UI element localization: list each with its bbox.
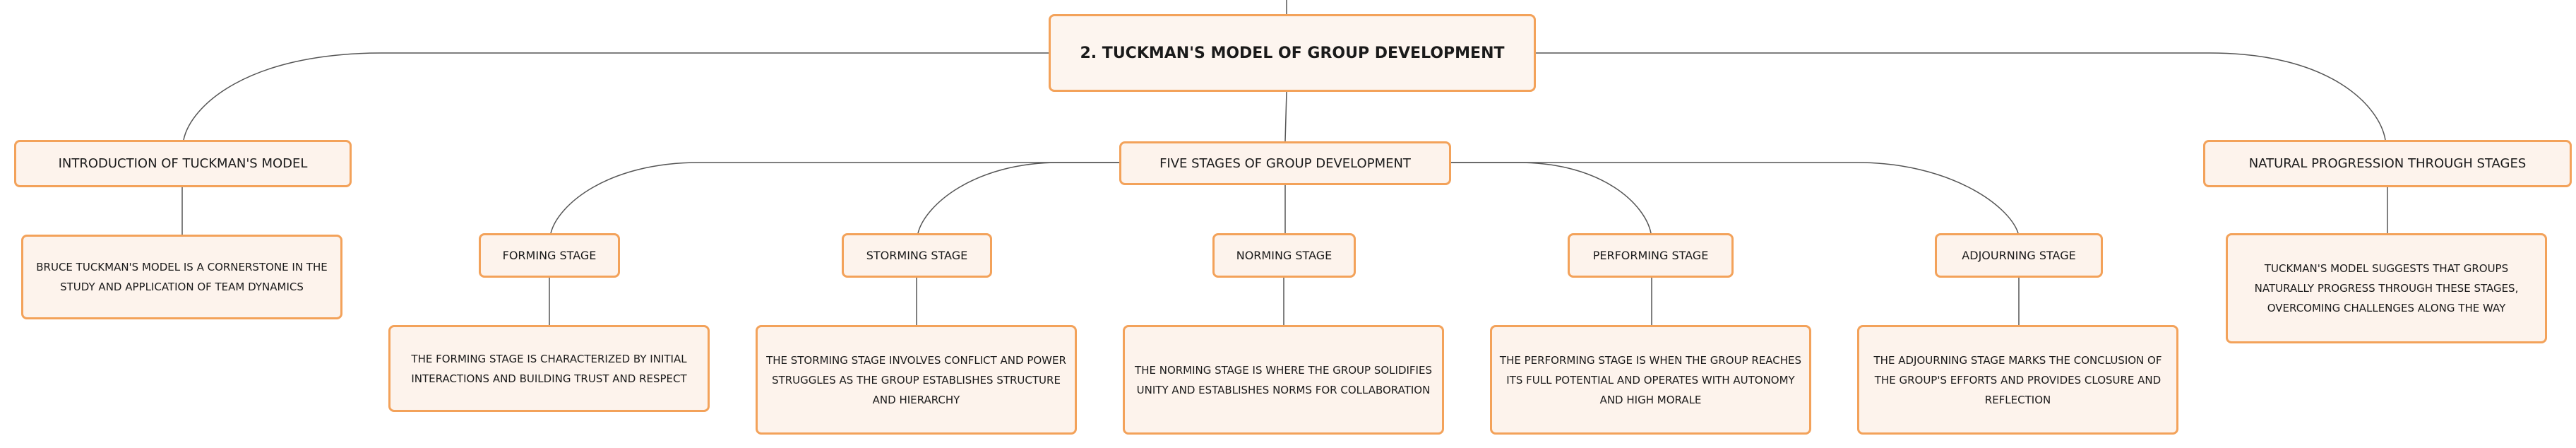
norming-stage-title: NORMING STAGE [1236, 249, 1332, 262]
forming-stage-leaf[interactable]: THE FORMING STAGE IS CHARACTERIZED BY IN… [388, 325, 710, 412]
adjourning-stage-leaf[interactable]: THE ADJOURNING STAGE MARKS THE CONCLUSIO… [1857, 325, 2178, 435]
norming-stage-leaf[interactable]: THE NORMING STAGE IS WHERE THE GROUP SOL… [1123, 325, 1444, 435]
intro-node[interactable]: INTRODUCTION OF TUCKMAN'S MODEL [14, 140, 352, 187]
adjourning-stage-node[interactable]: ADJOURNING STAGE [1935, 233, 2103, 278]
forming-stage-text: THE FORMING STAGE IS CHARACTERIZED BY IN… [411, 352, 687, 385]
norming-stage-node[interactable]: NORMING STAGE [1212, 233, 1356, 278]
intro-text: BRUCE TUCKMAN'S MODEL IS A CORNERSTONE I… [36, 261, 328, 293]
storming-stage-node[interactable]: STORMING STAGE [842, 233, 992, 278]
progression-leaf[interactable]: TUCKMAN'S MODEL SUGGESTS THAT GROUPS NAT… [2226, 233, 2547, 343]
norming-stage-text: THE NORMING STAGE IS WHERE THE GROUP SOL… [1135, 363, 1432, 396]
root-node[interactable]: 2. TUCKMAN'S MODEL OF GROUP DEVELOPMENT [1049, 14, 1536, 92]
progression-title: NATURAL PROGRESSION THROUGH STAGES [2248, 156, 2527, 171]
storming-stage-leaf[interactable]: THE STORMING STAGE INVOLVES CONFLICT AND… [756, 325, 1077, 435]
intro-leaf[interactable]: BRUCE TUCKMAN'S MODEL IS A CORNERSTONE I… [21, 235, 342, 319]
five-stages-title: FIVE STAGES OF GROUP DEVELOPMENT [1159, 155, 1411, 171]
performing-stage-text: THE PERFORMING STAGE IS WHEN THE GROUP R… [1499, 353, 1802, 406]
adjourning-stage-title: ADJOURNING STAGE [1962, 249, 2076, 262]
root-title: 2. TUCKMAN'S MODEL OF GROUP DEVELOPMENT [1080, 44, 1505, 62]
adjourning-stage-text: THE ADJOURNING STAGE MARKS THE CONCLUSIO… [1873, 353, 2162, 406]
performing-stage-node[interactable]: PERFORMING STAGE [1568, 233, 1734, 278]
progression-node[interactable]: NATURAL PROGRESSION THROUGH STAGES [2203, 140, 2572, 187]
performing-stage-leaf[interactable]: THE PERFORMING STAGE IS WHEN THE GROUP R… [1490, 325, 1811, 435]
storming-stage-text: THE STORMING STAGE INVOLVES CONFLICT AND… [766, 353, 1066, 406]
forming-stage-node[interactable]: FORMING STAGE [479, 233, 620, 278]
five-stages-node[interactable]: FIVE STAGES OF GROUP DEVELOPMENT [1119, 141, 1451, 185]
intro-title: INTRODUCTION OF TUCKMAN'S MODEL [58, 156, 308, 171]
progression-text: TUCKMAN'S MODEL SUGGESTS THAT GROUPS NAT… [2254, 262, 2519, 314]
storming-stage-title: STORMING STAGE [866, 249, 968, 262]
forming-stage-title: FORMING STAGE [502, 249, 597, 262]
performing-stage-title: PERFORMING STAGE [1592, 249, 1709, 262]
